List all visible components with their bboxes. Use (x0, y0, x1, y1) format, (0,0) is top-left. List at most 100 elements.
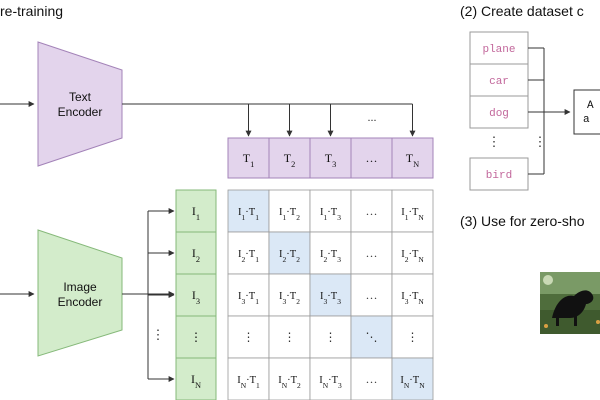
image-token-label-sub: 1 (196, 213, 200, 222)
matrix-cell-label: I3·TN (401, 291, 424, 306)
dataset-label: bird (486, 170, 512, 182)
prompt-line-2: a (583, 114, 590, 126)
image-encoder-label-1: Image (63, 280, 97, 294)
matrix-cell-diagonal (391, 357, 434, 400)
image-token-label: ⋮ (190, 330, 202, 344)
image-token-label-sub: N (195, 381, 201, 390)
text-token-label-sub: 1 (250, 160, 254, 169)
text-token-label: T1 (243, 151, 255, 169)
matrix-ellipsis: ⋱ (366, 330, 378, 344)
matrix-cell-diagonal (309, 273, 352, 317)
prompt-line-1: A (587, 100, 594, 112)
image-token-label-base: I (192, 204, 196, 218)
dataset-label-list: plane car dog bird (469, 31, 545, 191)
image-encoder-label-2: Encoder (58, 295, 103, 309)
matrix-ellipsis: … (366, 372, 378, 386)
text-token-label-sub: 3 (332, 160, 336, 169)
matrix-cell (350, 231, 393, 275)
matrix-ellipsis: ⋮ (325, 330, 337, 344)
text-token-label: T2 (284, 151, 296, 169)
matrix-cell-label: I3·T2 (279, 291, 300, 306)
matrix-ellipsis: ⋮ (243, 330, 255, 344)
matrix-cell (268, 315, 311, 359)
pretraining-title: re-training (0, 3, 63, 19)
text-token-label-base: T (325, 151, 333, 165)
image-token-label-base: I (192, 288, 196, 302)
image-token-label-base: I (192, 246, 196, 260)
matrix-cell-label: I1·T1 (238, 207, 259, 222)
text-token-cell (309, 137, 352, 179)
matrix-ellipsis: … (366, 288, 378, 302)
matrix-cell-label: I2·T1 (238, 249, 259, 264)
image-token-label-sub: 2 (196, 255, 200, 264)
matrix-cell-label: I2·T3 (320, 249, 341, 264)
dataset-label-cell (469, 95, 529, 129)
matrix-cell (309, 357, 352, 400)
left-vdots: ⋮ (152, 327, 165, 342)
matrix-cell-diagonal (268, 231, 311, 275)
image-token-cell (175, 189, 217, 233)
dataset-side-vdots: ⋮ (534, 134, 547, 149)
create-dataset-title: (2) Create dataset c (460, 3, 584, 19)
text-token-cell (350, 137, 393, 179)
matrix-cell-label: I1·T2 (279, 207, 300, 222)
image-token-cell (175, 357, 217, 400)
dataset-label: dog (489, 108, 509, 120)
text-token-label: TN (406, 151, 419, 169)
image-encoder-shape (37, 229, 123, 357)
image-token-label: I1 (192, 204, 200, 222)
connectors (122, 103, 416, 382)
text-token-cell (227, 137, 270, 179)
top-ellipsis: ... (368, 110, 377, 124)
dataset-label: car (489, 76, 509, 88)
image-encoder: Image Encoder (0, 229, 123, 357)
matrix-ellipsis: … (366, 246, 378, 260)
text-token-cell (391, 137, 434, 179)
matrix-cell (350, 273, 393, 317)
image-token-cell (175, 273, 217, 317)
matrix-ellipsis: … (366, 204, 378, 218)
matrix-cell-label: I2·TN (401, 249, 424, 264)
image-token-label-base: I (191, 372, 195, 386)
text-encoder-shape (37, 41, 123, 167)
matrix-cell-label: I2·T2 (279, 249, 300, 264)
matrix-cell-label: IN·T3 (319, 375, 342, 390)
image-token-cell (175, 231, 217, 275)
dataset-label-cell (469, 31, 529, 65)
text-token-label-base: T (243, 151, 251, 165)
image-token-label-sub: 3 (196, 297, 200, 306)
image-token-label-base: ⋮ (190, 330, 202, 344)
text-token-label-base: T (284, 151, 292, 165)
dataset-vdots: ⋮ (488, 134, 501, 149)
matrix-ellipsis: ⋮ (407, 330, 419, 344)
text-encoder-label-2: Encoder (58, 105, 103, 119)
image-token-label: I3 (192, 288, 200, 306)
text-encoder-label-1: Text (69, 90, 92, 104)
zero-shot-title: (3) Use for zero-sho (460, 213, 585, 229)
matrix-cell-label: I1·TN (401, 207, 424, 222)
dataset-label-cell (469, 157, 529, 191)
matrix-cell-label: IN·T2 (278, 375, 301, 390)
text-token-cell (268, 137, 311, 179)
prompt-template-box: A a (544, 89, 600, 135)
text-token-label-sub: N (413, 160, 419, 169)
matrix-cell-label: I3·T1 (238, 291, 259, 306)
text-token-label: T3 (325, 151, 337, 169)
image-token-cell (175, 315, 217, 359)
dataset-label: plane (482, 44, 515, 56)
dog-photo (540, 272, 600, 334)
matrix-cell-label: I3·T3 (320, 291, 341, 306)
image-token-label: IN (191, 372, 201, 390)
text-token-label-base: T (406, 151, 414, 165)
text-token-label: … (366, 151, 378, 165)
image-token-label: I2 (192, 246, 200, 264)
matrix-ellipsis: ⋮ (284, 330, 296, 344)
matrix-cell (391, 273, 434, 317)
text-token-label-base: … (366, 151, 378, 165)
matrix-cell (391, 231, 434, 275)
matrix-cell-label: IN·TN (400, 375, 425, 390)
